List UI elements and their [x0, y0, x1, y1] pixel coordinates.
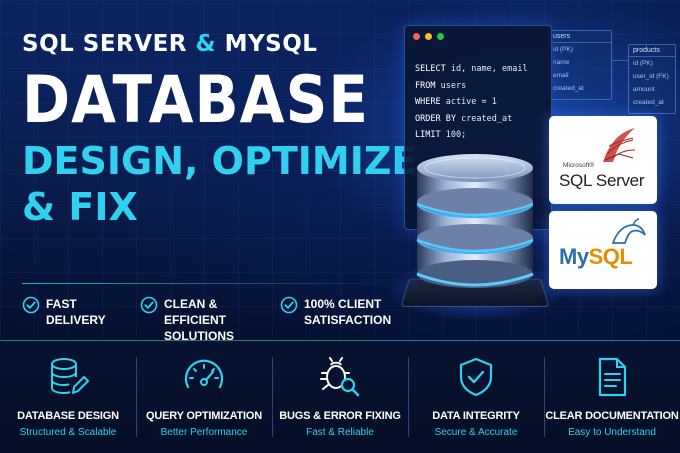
code-line: ORDER BY created_at	[415, 111, 541, 128]
microsoft-label: Microsoft®	[563, 162, 595, 169]
dolphin-icon	[611, 218, 646, 244]
headline-divider	[22, 283, 402, 284]
sql-text: active = 1	[440, 97, 497, 107]
mysql-wordmark: MySQL	[559, 244, 633, 270]
service-subtitle: Better Performance	[160, 427, 248, 438]
service-subtitle: Secure & Accurate	[434, 427, 518, 438]
maximize-dot-icon	[437, 33, 444, 40]
feature-label: 100% CLIENT SATISFACTION	[304, 297, 392, 327]
service-title: QUERY OPTIMIZATION	[146, 410, 262, 422]
sqlserver-logo-icon	[603, 128, 636, 162]
minimize-dot-icon	[425, 33, 432, 40]
sql-keyword: WHERE	[415, 97, 441, 107]
feature-label: FAST DELIVERY	[46, 297, 106, 327]
sqlserver-logo-card: Microsoft® SQL Server	[549, 116, 657, 204]
schema-field: amount	[633, 86, 655, 93]
check-circle-icon	[280, 296, 298, 314]
sql-text: id, name, email	[445, 64, 528, 74]
service-bug-fixing: BUGS & ERROR FIXING Fast & Reliable	[272, 341, 408, 453]
service-data-integrity: DATA INTEGRITY Secure & Accurate	[408, 341, 544, 453]
sql-keyword: FROM	[415, 80, 436, 91]
code-line: LIMIT 100;	[415, 127, 541, 144]
service-subtitle: Fast & Reliable	[306, 427, 374, 438]
service-title: DATABASE DESIGN	[17, 410, 119, 422]
headline-design-optimize: DESIGN, OPTIMIZE	[22, 139, 418, 183]
code-line: FROM users	[415, 78, 541, 95]
document-icon	[590, 355, 634, 399]
sqlserver-name: SQL Server	[559, 171, 645, 190]
schema-field: created_at	[553, 85, 584, 92]
feature-client-satisfaction: 100% CLIENT SATISFACTION	[280, 296, 400, 344]
check-circle-icon	[140, 296, 158, 314]
service-title: DATA INTEGRITY	[432, 410, 520, 422]
service-title: CLEAR DOCUMENTATION	[545, 410, 679, 422]
schema-table-title: products	[629, 45, 675, 57]
schema-relation-line	[612, 60, 628, 61]
sql-text: users	[435, 80, 467, 91]
speedometer-icon	[182, 355, 226, 399]
service-database-design: DATABASE DESIGN Structured & Scalable	[0, 341, 136, 453]
sql-keyword: ORDER BY	[415, 113, 456, 124]
headline-ampersand: &	[195, 31, 217, 57]
check-circle-icon	[22, 296, 40, 314]
services-strip: DATABASE DESIGN Structured & Scalable QU…	[0, 340, 680, 453]
mysql-sql: SQL	[588, 244, 633, 269]
bug-search-icon	[318, 355, 362, 399]
mysql-logo-card: MySQL	[549, 211, 657, 289]
sql-keyword: LIMIT	[415, 130, 441, 140]
service-subtitle: Easy to Understand	[568, 427, 656, 438]
schema-field: user_id (FK)	[633, 73, 669, 80]
sql-text: 100;	[440, 130, 467, 140]
schema-table-title: users	[549, 31, 611, 43]
schema-field: id (PK)	[553, 46, 573, 53]
service-query-optimization: QUERY OPTIMIZATION Better Performance	[136, 341, 272, 453]
sql-text: created_at	[455, 113, 513, 124]
schema-field: id (PK)	[633, 60, 653, 67]
schema-field: created_at	[633, 99, 664, 106]
headline-fix: & FIX	[22, 185, 138, 229]
service-documentation: CLEAR DOCUMENTATION Easy to Understand	[544, 341, 680, 453]
schema-table-products: products id (PK) user_id (FK) amount cre…	[628, 44, 676, 114]
headline-sqlserver: SQL SERVER	[22, 31, 187, 57]
database-cylinder-icon	[416, 154, 534, 288]
service-subtitle: Structured & Scalable	[19, 427, 117, 438]
feature-label: CLEAN & EFFICIENT SOLUTIONS	[164, 297, 235, 343]
headline-database: DATABASE	[22, 61, 369, 138]
code-line: WHERE active = 1	[415, 94, 541, 111]
headline-line1: SQL SERVER & MYSQL	[22, 30, 422, 58]
feature-list: FAST DELIVERY CLEAN & EFFICIENT SOLUTION…	[22, 296, 402, 344]
close-dot-icon	[413, 33, 420, 40]
schema-field: email	[553, 72, 569, 79]
feature-fast-delivery: FAST DELIVERY	[22, 296, 130, 344]
headline: SQL SERVER & MYSQL DATABASE DESIGN, OPTI…	[22, 30, 422, 230]
schema-field: name	[553, 59, 570, 66]
window-controls	[405, 26, 551, 47]
feature-clean-solutions: CLEAN & EFFICIENT SOLUTIONS	[140, 296, 270, 344]
shield-check-icon	[454, 355, 498, 399]
code-line: SELECT id, name, email	[415, 61, 541, 78]
sql-code: SELECT id, name, email FROM users WHERE …	[405, 61, 551, 144]
database-illustration	[385, 130, 565, 330]
headline-mysql: MYSQL	[224, 31, 318, 57]
sql-keyword: SELECT	[415, 64, 446, 74]
database-pencil-icon	[46, 355, 90, 399]
mysql-my: My	[559, 244, 589, 269]
service-title: BUGS & ERROR FIXING	[279, 410, 401, 422]
schema-table-users: users id (PK) name email created_at	[548, 30, 612, 100]
